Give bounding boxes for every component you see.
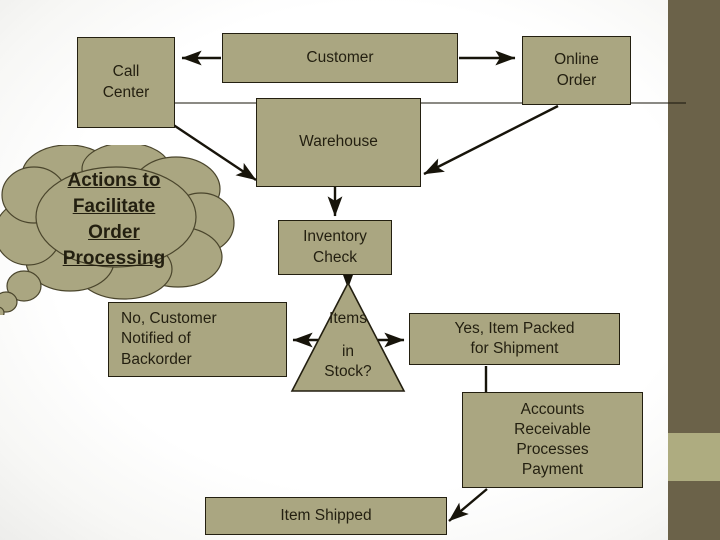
node-call-center[interactable]: Call Center bbox=[77, 37, 175, 128]
accounts-line-3: Processes bbox=[516, 441, 589, 458]
accounts-line-2: Receivable bbox=[514, 420, 591, 438]
call-center-line-1: Call bbox=[112, 63, 140, 81]
online-order-line-1: Online bbox=[554, 51, 599, 69]
thought-cloud-shape bbox=[0, 145, 235, 315]
node-customer[interactable]: Customer bbox=[222, 33, 458, 83]
accounts-line-4: Payment bbox=[521, 461, 584, 479]
call-center-line-2: Center bbox=[102, 83, 150, 101]
node-online-order[interactable]: Online Order bbox=[522, 36, 631, 105]
backorder-line-2: Notified of bbox=[121, 330, 191, 348]
node-warehouse[interactable]: Warehouse bbox=[256, 98, 421, 187]
right-edge-bar-dark-top bbox=[668, 0, 720, 433]
online-order-line-2: Order bbox=[556, 71, 597, 89]
item-shipped-label: Item Shipped bbox=[280, 506, 372, 524]
packed-line-1: Yes, Item Packed bbox=[454, 319, 575, 337]
customer-label: Customer bbox=[306, 48, 374, 66]
packed-line-2: for Shipment bbox=[470, 340, 559, 357]
decision-triangle-shape[interactable] bbox=[290, 281, 406, 393]
right-edge-bar-light bbox=[668, 433, 720, 481]
node-item-packed[interactable]: Yes, Item Packed for Shipment bbox=[409, 313, 620, 365]
warehouse-label: Warehouse bbox=[299, 133, 378, 151]
node-inventory-check[interactable]: Inventory Check bbox=[278, 220, 392, 275]
node-backorder[interactable]: No, Customer Notified of Backorder bbox=[108, 302, 287, 377]
inventory-line-1: Inventory bbox=[303, 228, 367, 246]
inventory-line-2: Check bbox=[313, 248, 357, 266]
node-item-shipped[interactable]: Item Shipped bbox=[205, 497, 447, 535]
accounts-line-1: Accounts bbox=[520, 400, 585, 418]
backorder-line-3: Backorder bbox=[121, 350, 192, 368]
connector-call-center-to-warehouse-arrow bbox=[171, 123, 257, 181]
connector-online-order-to-warehouse-arrow bbox=[423, 104, 559, 176]
node-accounts-receivable[interactable]: Accounts Receivable Processes Payment bbox=[462, 392, 643, 488]
connector-accounts-to-item-shipped bbox=[448, 488, 488, 522]
backorder-line-1: No, Customer bbox=[121, 310, 217, 328]
right-edge-bar-dark-bottom bbox=[668, 481, 720, 540]
